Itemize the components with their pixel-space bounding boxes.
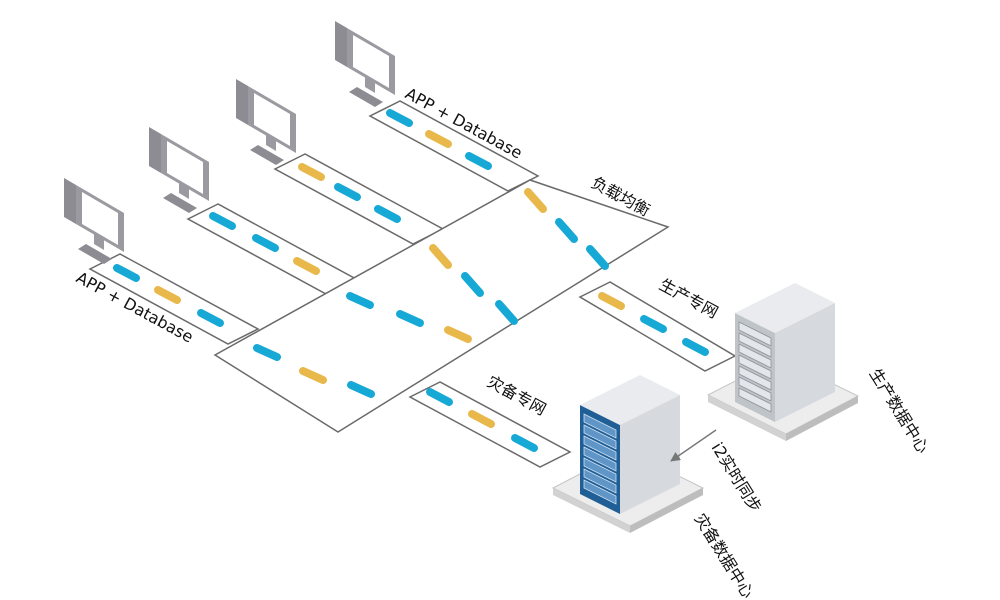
production-server-slot — [738, 332, 772, 358]
client-packet — [334, 183, 361, 201]
load-balancer-packet — [495, 300, 518, 325]
client-packet — [197, 309, 224, 327]
production-server-slot — [738, 387, 772, 413]
client-packet — [386, 109, 413, 127]
monitor-icon — [64, 178, 124, 264]
load-balancer-packet — [524, 188, 547, 213]
load-balancer-packet — [555, 218, 578, 243]
production-server-slot — [738, 365, 772, 391]
disaster-server-slot — [583, 435, 617, 461]
production-server — [706, 283, 860, 441]
disaster-server-slot — [583, 457, 617, 483]
packet-layer — [113, 109, 709, 452]
production-packet — [682, 338, 709, 356]
client-packet — [425, 130, 452, 148]
load-balancer-packet — [253, 344, 281, 361]
client-packet — [209, 212, 236, 230]
sync-arrow — [670, 429, 717, 462]
client-packet — [374, 205, 401, 223]
disaster-center-label: 灾备数据中心 — [691, 510, 758, 600]
disaster-server-slot — [583, 468, 617, 494]
disaster-packet — [468, 410, 495, 428]
disaster-packet — [511, 434, 538, 452]
production-server-slot — [738, 343, 772, 369]
production-server-slot — [738, 354, 772, 380]
sync-label: i2实时同步 — [708, 439, 766, 516]
client-packet — [465, 152, 492, 170]
disaster-server-slot — [583, 479, 617, 505]
client-packet — [252, 234, 279, 252]
production-server-top — [735, 283, 835, 333]
disaster-server-slot — [583, 424, 617, 450]
production-packet — [598, 292, 625, 310]
production-server-front — [775, 303, 835, 422]
load-balancer-packet — [346, 292, 374, 309]
load-balancer-packet — [444, 326, 472, 343]
disaster-server-front — [620, 395, 680, 514]
production-server-slot — [738, 376, 772, 402]
client-packet — [113, 264, 140, 282]
production-packet — [640, 315, 667, 333]
load-balancer-packet — [299, 367, 327, 384]
disaster-packet — [426, 388, 453, 406]
production-center-label: 生产数据中心 — [866, 365, 933, 456]
load-balancer-plate — [213, 179, 670, 433]
monitor-icon — [335, 21, 395, 107]
client-packet — [154, 286, 181, 304]
disaster-server-slot — [583, 413, 617, 439]
disaster-server-top — [580, 375, 680, 425]
monitor-icon — [236, 79, 296, 165]
disaster-server — [551, 375, 705, 533]
load-balancer-packet — [461, 272, 484, 297]
monitor-icon — [149, 127, 209, 213]
client-packet — [293, 257, 320, 275]
load-balancer-packet — [396, 310, 424, 327]
load-balancer-packet — [347, 381, 375, 398]
load-balancer-packet — [586, 245, 609, 270]
disaster-server-slot — [583, 446, 617, 472]
production-server-slot — [738, 321, 772, 347]
client-packet — [298, 163, 325, 181]
load-balancer-packet — [429, 244, 452, 269]
